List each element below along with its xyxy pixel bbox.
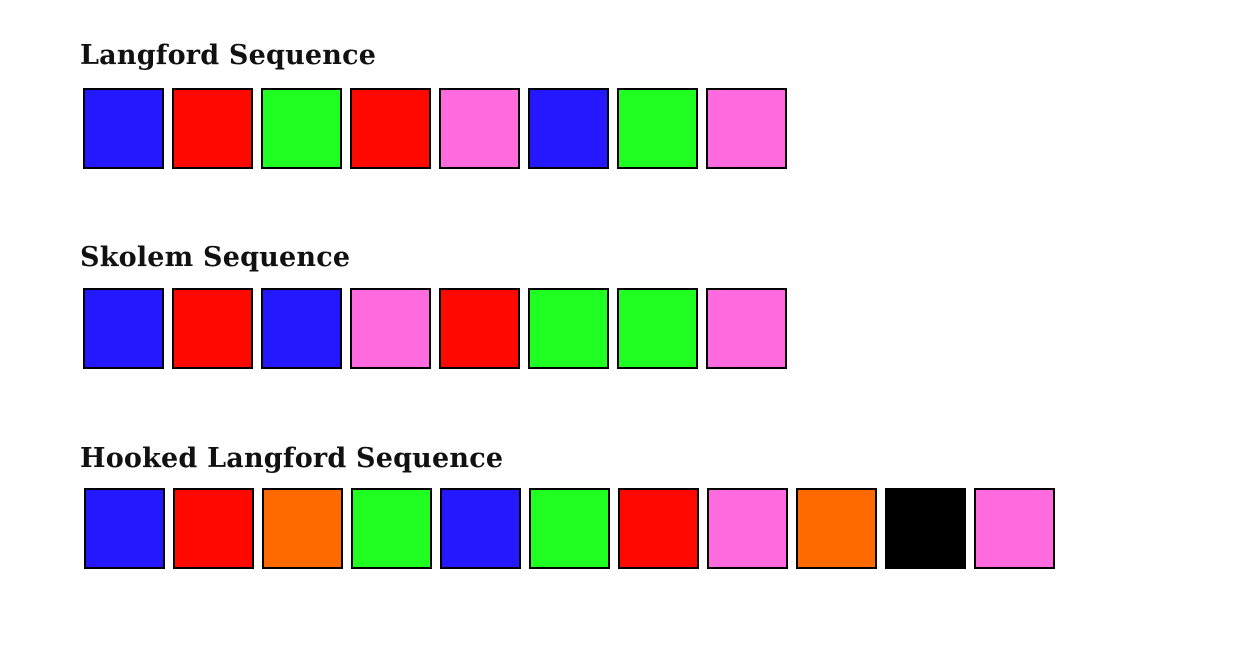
sequence-cell-green: [617, 288, 698, 369]
sequence-cell-red: [350, 88, 431, 169]
skolem-sequence-section: Skolem Sequence: [80, 242, 787, 369]
sequence-cell-green: [529, 488, 610, 569]
sequence-cell-green: [351, 488, 432, 569]
sequence-cell-red: [172, 88, 253, 169]
sequence-cell-red: [173, 488, 254, 569]
sequence-cell-pink: [439, 88, 520, 169]
sequence-cell-pink: [706, 288, 787, 369]
sequence-cell-orange: [262, 488, 343, 569]
sequence-cell-green: [528, 288, 609, 369]
sequence-cell-red: [172, 288, 253, 369]
sequence-cell-red: [618, 488, 699, 569]
sequence-cell-blue: [440, 488, 521, 569]
sequence-cell-blue: [84, 488, 165, 569]
sequence-cell-blue: [83, 88, 164, 169]
sequence-cell-red: [439, 288, 520, 369]
sequence-cell-blue: [83, 288, 164, 369]
hooked-langford-sequence-section: Hooked Langford Sequence: [80, 443, 1055, 569]
sequence-cell-black: [885, 488, 966, 569]
hooked-langford-sequence-title: Hooked Langford Sequence: [80, 443, 504, 474]
sequence-cell-pink: [706, 88, 787, 169]
sequence-cell-blue: [261, 288, 342, 369]
sequence-cell-pink: [350, 288, 431, 369]
sequence-cell-green: [261, 88, 342, 169]
sequence-cell-pink: [707, 488, 788, 569]
sequence-cell-blue: [528, 88, 609, 169]
sequence-cell-pink: [974, 488, 1055, 569]
skolem-sequence-title: Skolem Sequence: [80, 242, 351, 273]
sequence-cell-orange: [796, 488, 877, 569]
langford-sequence-title: Langford Sequence: [80, 40, 377, 71]
sequence-cell-green: [617, 88, 698, 169]
langford-sequence-section: Langford Sequence: [80, 40, 787, 169]
